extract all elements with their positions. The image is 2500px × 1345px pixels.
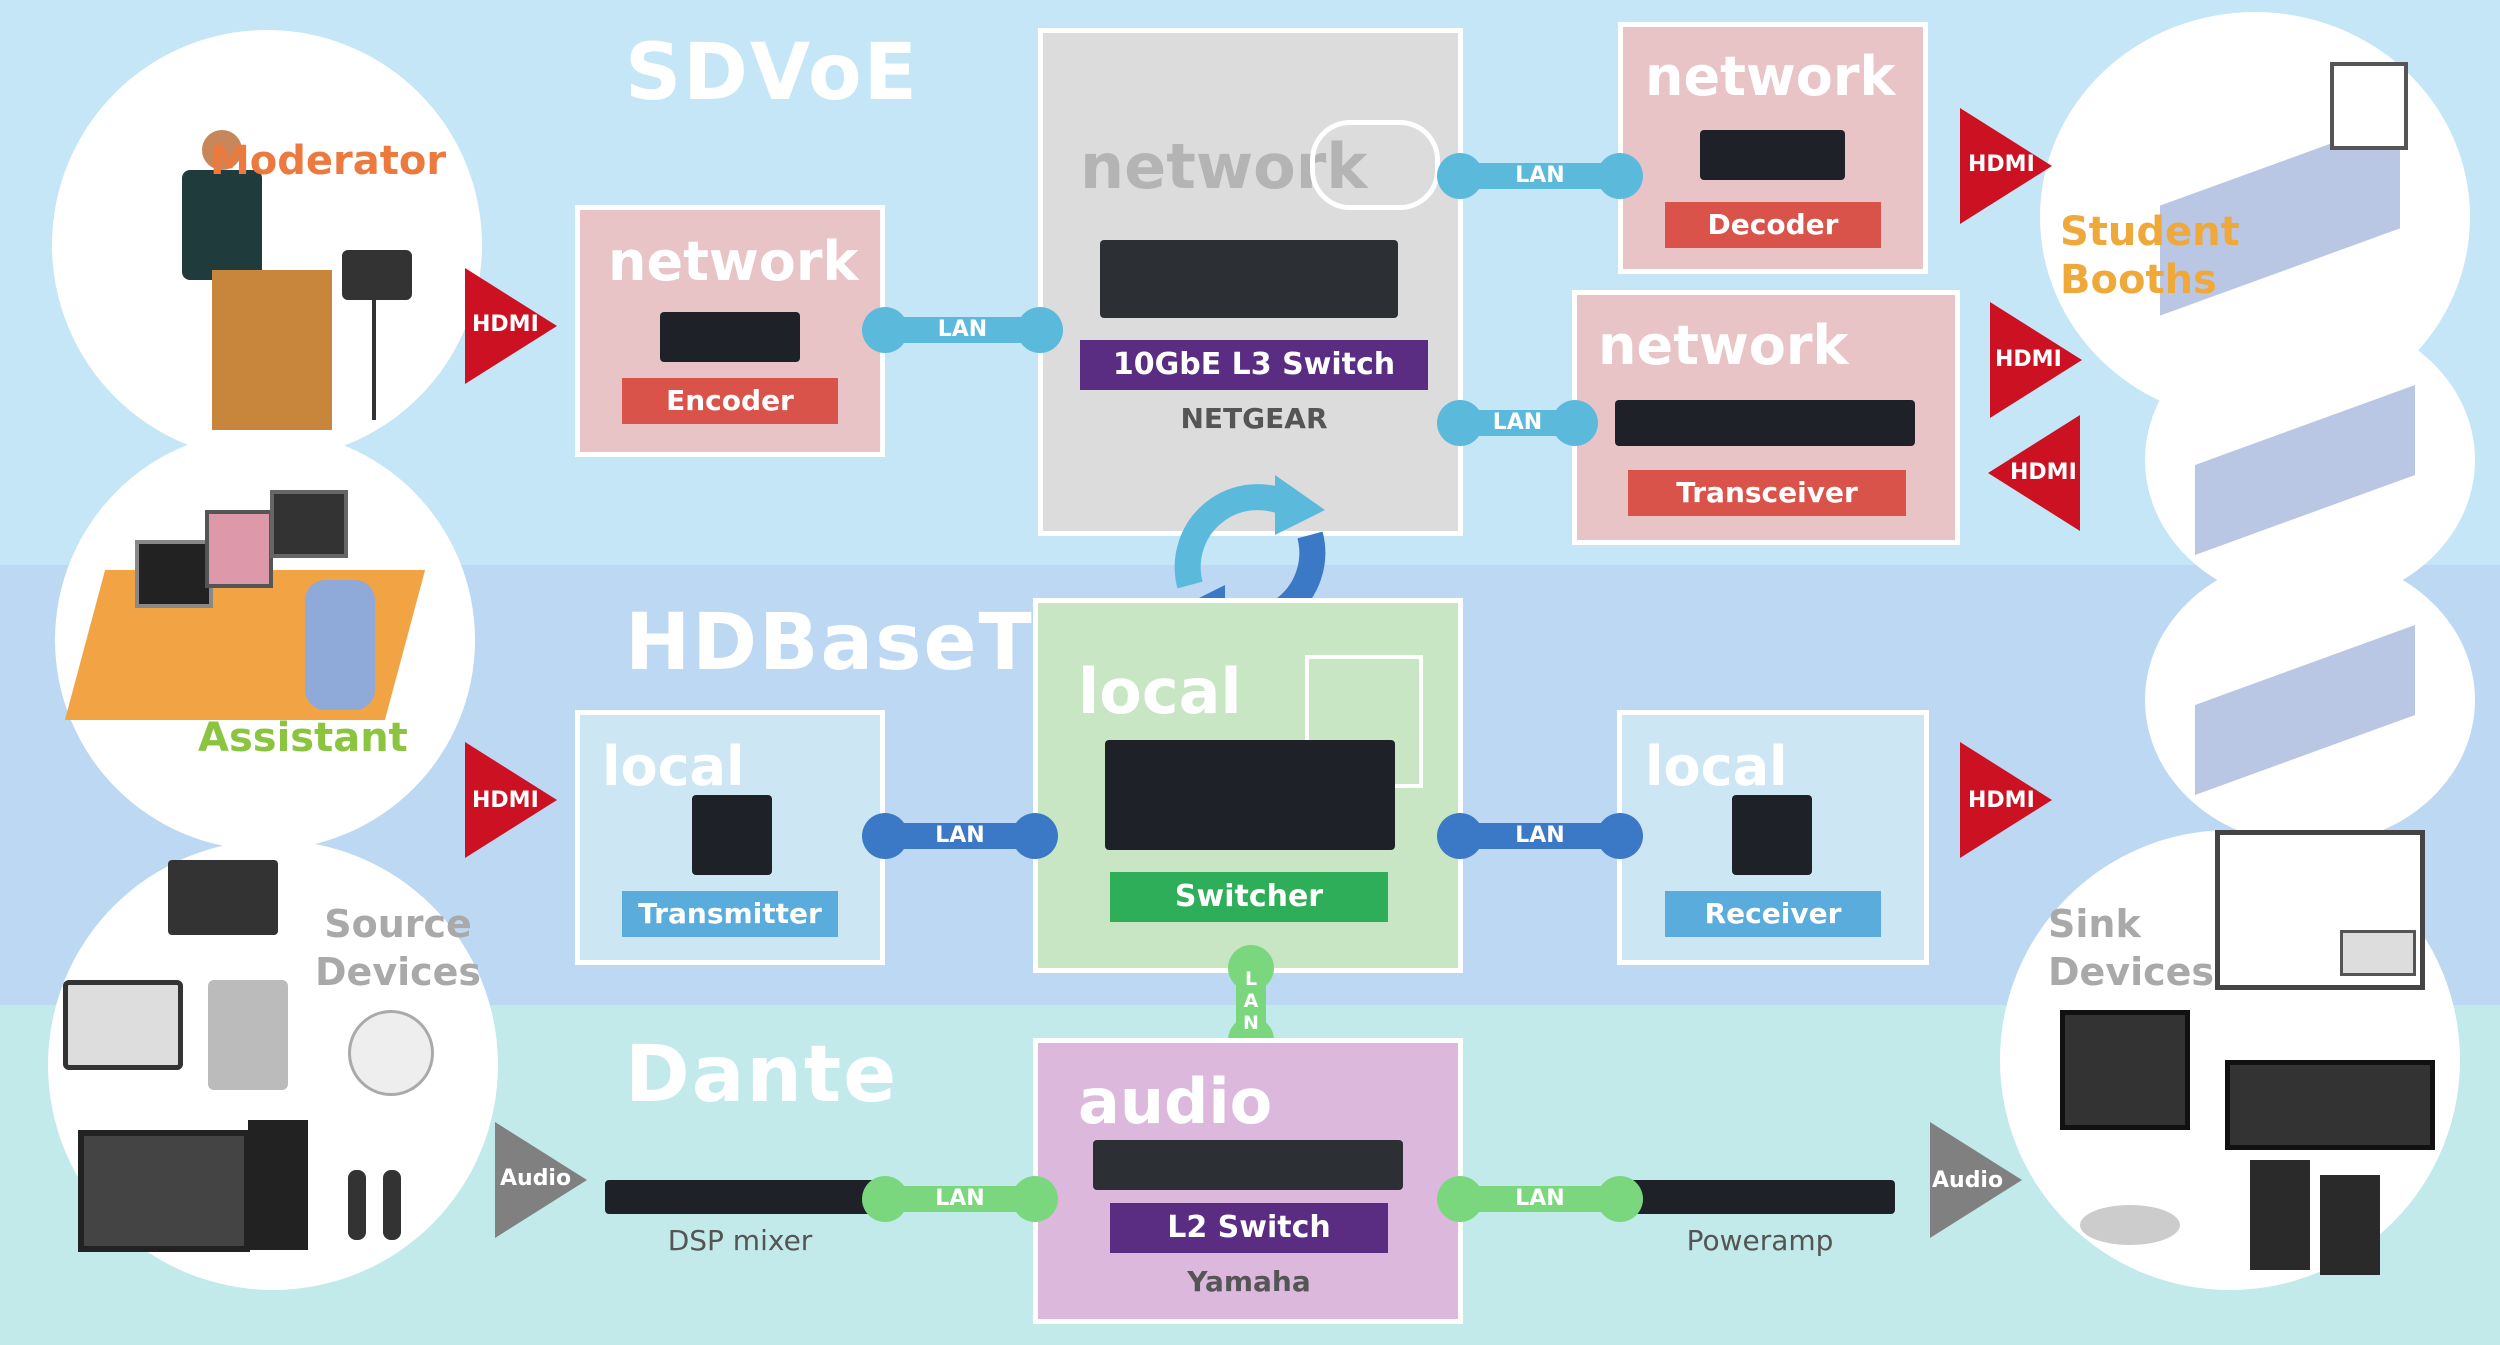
microphone-icon bbox=[348, 1170, 366, 1240]
decoder-tag: Decoder bbox=[1665, 202, 1881, 248]
receiver-box-label: local bbox=[1645, 735, 1788, 798]
transceiver-tag: Transceiver bbox=[1628, 470, 1906, 516]
document-camera-icon bbox=[208, 980, 288, 1090]
switcher-tag: Switcher bbox=[1110, 872, 1388, 922]
poweramp-label: Poweramp bbox=[1686, 1224, 1834, 1257]
hdmi-arrow-transceiver-out bbox=[1990, 302, 2082, 418]
speaker-icon bbox=[2250, 1160, 2310, 1270]
speaker-icon bbox=[2320, 1175, 2380, 1275]
source-devices-circle bbox=[48, 840, 498, 1290]
podium-illustration bbox=[172, 130, 332, 430]
l2-switch-tag: L2 Switch bbox=[1110, 1203, 1388, 1253]
lan-link-transmitter: LAN bbox=[862, 813, 1058, 859]
hdmi-label: HDMI bbox=[472, 312, 539, 337]
hdmi-arrow-moderator bbox=[465, 268, 557, 384]
camera-icon bbox=[342, 250, 412, 300]
audio-arrow-source bbox=[495, 1122, 587, 1238]
l2-switch-device bbox=[1093, 1140, 1403, 1190]
poweramp-device bbox=[1625, 1180, 1895, 1214]
core-local-label: local bbox=[1078, 655, 1242, 728]
transmitter-device bbox=[692, 795, 772, 875]
moderator-circle bbox=[52, 30, 482, 460]
booth-circle-3 bbox=[2145, 555, 2475, 845]
encoder-tag: Encoder bbox=[622, 378, 838, 424]
transmitter-box-label: local bbox=[602, 735, 745, 798]
core-audio-label: audio bbox=[1078, 1065, 1273, 1138]
moderator-label: Moderator bbox=[210, 138, 447, 184]
decoder-box-label: network bbox=[1645, 45, 1896, 108]
encoder-device bbox=[660, 312, 800, 362]
hdmi-label: HDMI bbox=[1968, 788, 2035, 813]
lan-link-poweramp: LAN bbox=[1437, 1176, 1643, 1222]
lan-link-encoder: LAN bbox=[862, 307, 1063, 353]
ceiling-speaker-icon bbox=[2080, 1205, 2180, 1245]
desktop-monitor-icon bbox=[78, 1130, 250, 1252]
hdmi-arrow-decoder bbox=[1960, 108, 2052, 224]
transceiver-box-label: network bbox=[1598, 314, 1849, 377]
audio-label: Audio bbox=[500, 1166, 572, 1191]
lan-link-dsp: LAN bbox=[862, 1176, 1058, 1222]
hdmi-label: HDMI bbox=[472, 788, 539, 813]
sink-devices-circle bbox=[2000, 830, 2460, 1290]
hdmi-label: HDMI bbox=[1968, 152, 2035, 177]
receiver-device bbox=[1732, 795, 1812, 875]
display-board-icon bbox=[2330, 62, 2408, 150]
assistant-circle bbox=[55, 430, 475, 850]
assistant-label: Assistant bbox=[198, 715, 408, 761]
l3-switch-device bbox=[1100, 240, 1398, 318]
lan-vertical-label: LAN bbox=[1243, 968, 1259, 1034]
monitor-icon bbox=[205, 510, 273, 588]
hdmi-arrow-receiver bbox=[1960, 742, 2052, 858]
display-stand-icon bbox=[2060, 1010, 2190, 1130]
lan-link-decoder: LAN bbox=[1437, 153, 1643, 199]
transmitter-tag: Transmitter bbox=[622, 891, 838, 937]
pc-tower-icon bbox=[248, 1120, 308, 1250]
section-title-dante: Dante bbox=[625, 1030, 899, 1120]
lan-link-vertical-cap bbox=[1228, 945, 1274, 991]
classroom-table-illustration bbox=[2195, 384, 2415, 556]
dsp-mixer-label: DSP mixer bbox=[667, 1224, 813, 1257]
section-title-sdvoe: SDVoE bbox=[625, 28, 919, 118]
dual-display-icon bbox=[2225, 1060, 2435, 1150]
section-title-hdbaset: HDBaseT bbox=[625, 598, 1034, 688]
tripod-icon bbox=[372, 300, 376, 420]
yamaha-label: Yamaha bbox=[1187, 1265, 1311, 1298]
hdmi-label: HDMI bbox=[1995, 347, 2062, 372]
switcher-device bbox=[1105, 740, 1395, 850]
audio-arrow-sink bbox=[1930, 1122, 2022, 1238]
lan-link-receiver: LAN bbox=[1437, 813, 1643, 859]
monitor-icon bbox=[270, 490, 348, 558]
microphone-icon bbox=[383, 1170, 401, 1240]
cloud-icon bbox=[1310, 120, 1440, 210]
transceiver-device bbox=[1615, 400, 1915, 446]
lan-link-transceiver: LAN bbox=[1437, 400, 1598, 446]
decoder-device bbox=[1700, 130, 1845, 180]
projector-icon bbox=[2340, 930, 2416, 976]
hdmi-arrow-transceiver-in bbox=[1988, 415, 2080, 531]
audio-label: Audio bbox=[1932, 1168, 2004, 1193]
encoder-box-label: network bbox=[608, 230, 859, 293]
tablet-icon bbox=[63, 980, 183, 1070]
hdmi-arrow-assistant bbox=[465, 742, 557, 858]
hdmi-label: HDMI bbox=[2010, 460, 2077, 485]
receiver-tag: Receiver bbox=[1665, 891, 1881, 937]
classroom-table-illustration bbox=[2195, 624, 2415, 796]
source-devices-label: Source Devices bbox=[315, 902, 482, 994]
monitor-icon bbox=[135, 540, 213, 608]
dsp-mixer-device bbox=[605, 1180, 875, 1214]
person-icon bbox=[305, 580, 375, 710]
ptz-camera-icon bbox=[348, 1010, 434, 1096]
sink-devices-label: Sink Devices bbox=[2048, 902, 2215, 994]
student-booths-label: Student Booths bbox=[2060, 209, 2240, 303]
netgear-label: NETGEAR bbox=[1180, 402, 1328, 435]
l3-switch-tag: 10GbE L3 Switch bbox=[1080, 340, 1428, 390]
laptop-icon bbox=[168, 860, 278, 935]
